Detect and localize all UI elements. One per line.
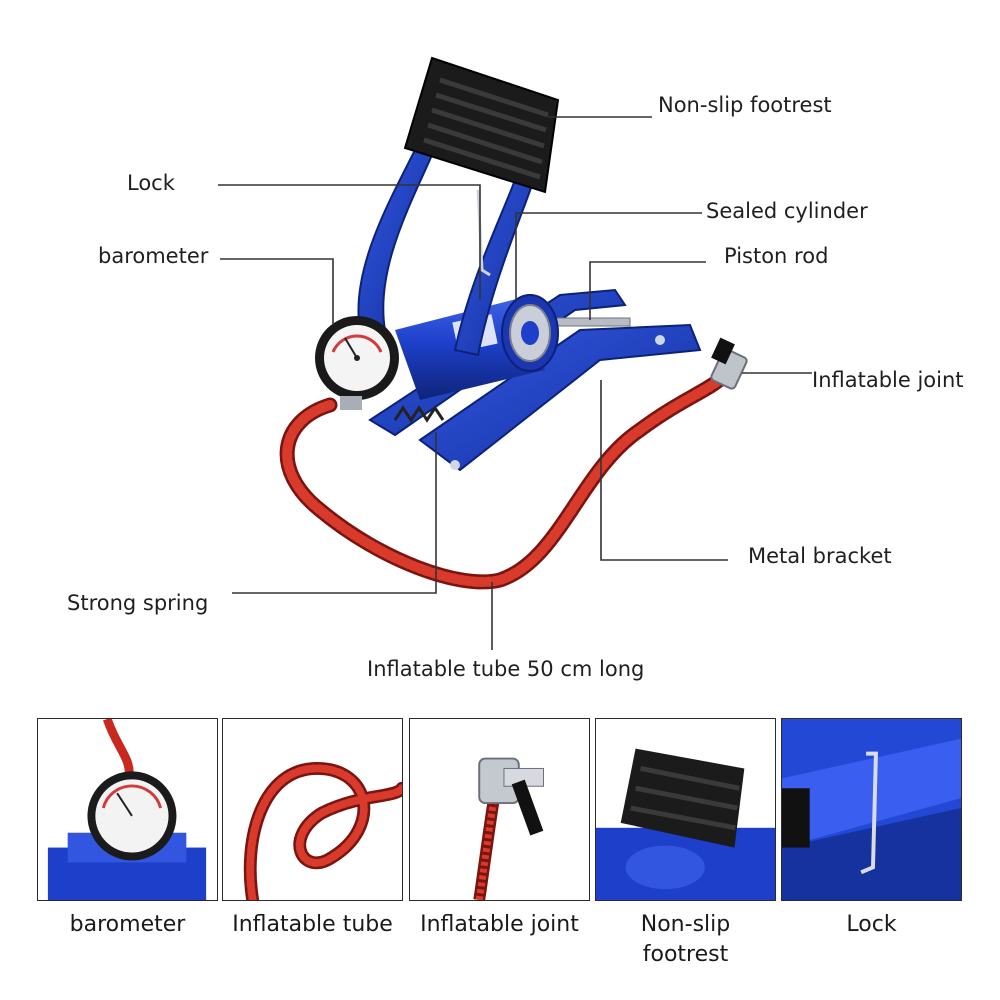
thumbnail-barometer: [37, 718, 218, 901]
detail-thumbnails: barometer Inflatable tube Inflatable joi…: [0, 718, 1000, 1000]
non-slip-footrest-pedal: [403, 56, 560, 194]
label-lock: Lock: [127, 171, 175, 195]
leader-lock: [218, 184, 481, 300]
label-inflatable-tube: Inflatable tube 50 cm long: [367, 657, 645, 681]
label-barometer: barometer: [98, 244, 209, 268]
thumbnail-caption-barometer: barometer: [69, 912, 186, 937]
inflatable-joint: [710, 337, 748, 390]
label-piston-rod: Piston rod: [724, 244, 829, 268]
thumbnail-caption-non-slip-footrest: Non-slip footrest: [640, 912, 731, 967]
label-strong-spring: Strong spring: [67, 591, 209, 615]
thumbnail-caption-lock: Lock: [846, 912, 897, 937]
metal-bracket-frame: [418, 323, 702, 472]
label-non-slip-footrest: Non-slip footrest: [658, 93, 832, 117]
handle-arms: [357, 148, 434, 331]
thumbnail-lock: [781, 718, 962, 901]
barometer-gauge: [315, 316, 399, 410]
piston-rod: [554, 317, 631, 327]
leader-strong-spring: [232, 432, 437, 594]
label-metal-bracket: Metal bracket: [748, 544, 892, 568]
label-inflatable-joint: Inflatable joint: [812, 368, 964, 392]
thumbnail-caption-inflatable-joint: Inflatable joint: [420, 912, 579, 937]
thumbnail-caption-inflatable-tube: Inflatable tube: [232, 912, 393, 937]
thumbnail-inflatable-joint: [409, 718, 590, 901]
leader-piston-rod: [589, 261, 706, 320]
leader-sealed-cylinder: [515, 212, 702, 300]
leader-barometer: [220, 258, 334, 325]
foot-pump-product-illustration: [218, 56, 812, 650]
thumbnail-inflatable-tube: [222, 718, 403, 901]
strong-spring: [393, 405, 445, 423]
leader-metal-bracket: [600, 380, 728, 561]
thumbnail-non-slip-footrest: [595, 718, 776, 901]
label-sealed-cylinder: Sealed cylinder: [706, 199, 868, 223]
